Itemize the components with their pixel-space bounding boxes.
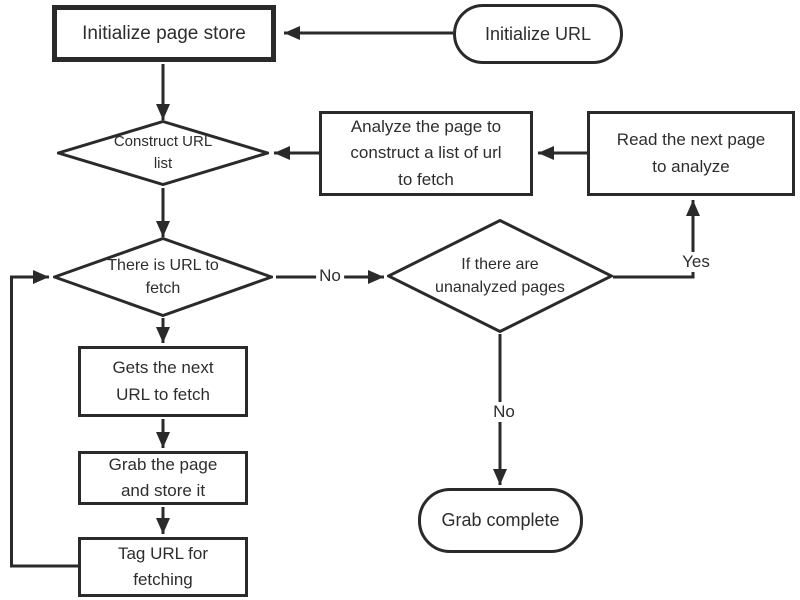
node-text-line: Initialize URL	[484, 23, 592, 44]
node-text-line: If there are	[461, 255, 539, 273]
node-text-line: Read the next page	[616, 130, 766, 150]
node-label: Analyze the page to construct a list of …	[350, 114, 501, 193]
node-tag-url: Tag URL for fetching	[78, 537, 248, 597]
node-analyze-page: Analyze the page to construct a list of …	[319, 111, 533, 196]
node-label: If there are unanalyzed pages	[435, 253, 565, 299]
edge-tagurl-loopback	[10, 270, 78, 568]
node-text-line: There is URL to	[107, 256, 219, 274]
node-text-line: and store it	[120, 481, 206, 500]
node-there-is-url-to-fetch: There is URL to fetch	[53, 237, 273, 317]
node-label: Read the next page to analyze	[617, 127, 765, 180]
node-text-line: Tag URL for	[117, 543, 209, 563]
node-grab-page: Grab the page and store it	[78, 451, 248, 505]
diamond-shape	[57, 120, 269, 186]
node-label: Gets the next URL to fetch	[112, 355, 213, 408]
node-text-line: list	[153, 155, 173, 172]
edge-unanalyzed-yes	[613, 200, 700, 279]
node-label: There is URL to fetch	[107, 254, 218, 300]
node-label: Grab complete	[441, 510, 559, 531]
node-label: Tag URL for fetching	[118, 541, 208, 594]
edge-label-no-unanalyzed: No	[490, 402, 518, 422]
node-label: Initialize URL	[485, 24, 591, 45]
node-text-line: Analyze the page to	[350, 116, 502, 136]
node-initialize-page-store: Initialize page store	[52, 5, 276, 62]
node-text-line: construct a list of url	[350, 143, 502, 163]
node-if-unanalyzed-pages: If there are unanalyzed pages	[387, 219, 613, 333]
node-text-line: Construct URL	[113, 133, 213, 151]
node-grab-complete: Grab complete	[418, 488, 583, 553]
node-text-line: fetch	[145, 280, 181, 297]
node-label: Initialize page store	[82, 19, 246, 48]
node-read-next-page: Read the next page to analyze	[587, 111, 795, 196]
node-text-line: Grab the page	[108, 454, 218, 474]
node-text-line: Grab complete	[441, 510, 560, 530]
node-initialize-url: Initialize URL	[453, 4, 623, 64]
node-label: Grab the page and store it	[109, 452, 218, 505]
node-text-line: to fetch	[398, 169, 454, 189]
node-text-line: URL to fetch	[116, 384, 210, 404]
node-text-line: Gets the next	[112, 358, 214, 378]
edge-label-yes-unanalyzed: Yes	[679, 252, 713, 272]
diamond-shape	[387, 219, 613, 333]
node-text-line: fetching	[133, 570, 193, 589]
node-construct-url-list: Construct URL list	[57, 120, 269, 186]
node-text-line: Initialize page store	[82, 22, 246, 44]
node-text-line: unanalyzed pages	[435, 279, 565, 296]
edge-label-no-fetch: No	[316, 266, 344, 286]
diamond-shape	[53, 237, 273, 317]
node-text-line: to analyze	[652, 156, 730, 176]
node-gets-next-url: Gets the next URL to fetch	[78, 346, 248, 417]
node-label: Construct URL list	[114, 131, 212, 175]
